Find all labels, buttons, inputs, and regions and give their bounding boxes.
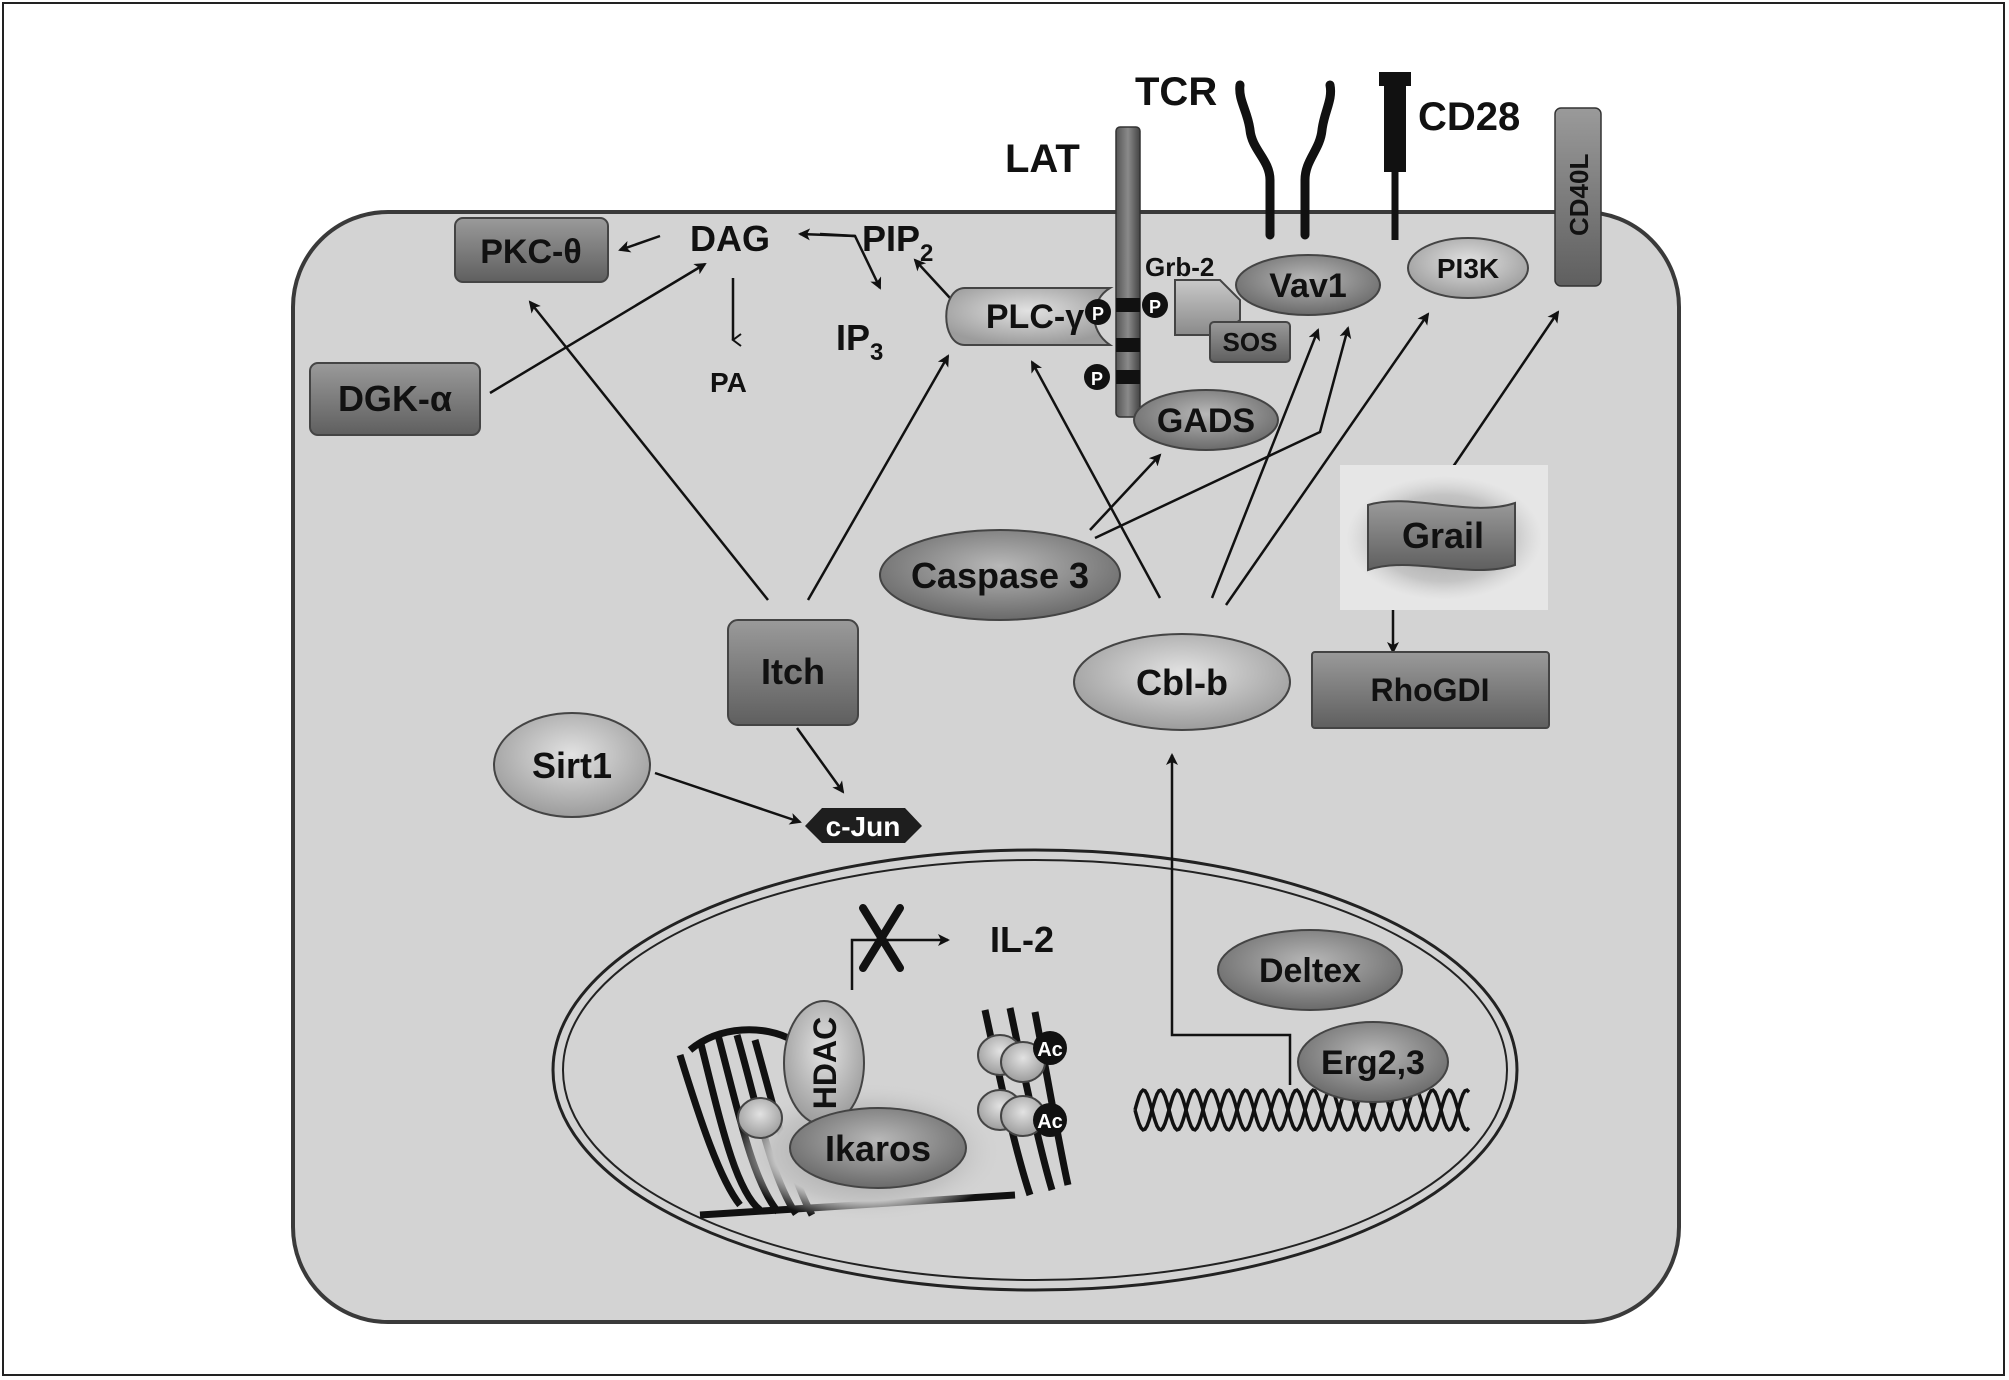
cd40l-receptor bbox=[1554, 107, 1602, 287]
ip3-label: IP3 bbox=[836, 317, 883, 366]
deltex-ellipse bbox=[1217, 929, 1403, 1011]
sirt1-label: Sirt1 bbox=[532, 745, 612, 786]
pkc-theta-label: PKC-θ bbox=[480, 233, 582, 271]
cd40l-label: CD40L bbox=[1564, 154, 1594, 236]
vav1-ellipse bbox=[1235, 254, 1381, 316]
tcr-receptor-left bbox=[1235, 80, 1275, 240]
phospho-badge bbox=[1084, 364, 1110, 390]
acetyl-badge-label: Ac bbox=[1037, 1039, 1063, 1061]
acetyl-badge-label: Ac bbox=[1037, 1111, 1063, 1133]
c-jun-shape bbox=[805, 808, 922, 843]
phospho-badge-label: P bbox=[1091, 369, 1103, 389]
sos-label: SOS bbox=[1223, 327, 1278, 357]
pa-label: PA bbox=[710, 367, 747, 398]
gads-label: GADS bbox=[1157, 402, 1255, 440]
cblb-ellipse bbox=[1073, 633, 1291, 731]
grail-shape bbox=[1367, 500, 1516, 572]
nucleus-inner-membrane bbox=[562, 859, 1508, 1281]
pi3k-label: PI3K bbox=[1437, 253, 1499, 284]
cd28-receptor-cap bbox=[1379, 72, 1411, 86]
phospho-badge-label: P bbox=[1149, 297, 1161, 317]
rhogdi-label: RhoGDI bbox=[1370, 672, 1489, 708]
phospho-badge bbox=[1085, 299, 1111, 325]
acetyl-badge bbox=[1033, 1031, 1067, 1065]
deltex-label: Deltex bbox=[1259, 952, 1361, 990]
plc-gamma-label: PLC-γ bbox=[986, 298, 1084, 336]
tcr-receptor-right bbox=[1300, 80, 1336, 240]
grb2-label: Grb-2 bbox=[1145, 252, 1214, 282]
erg-ellipse bbox=[1297, 1021, 1449, 1103]
cblb-label: Cbl-b bbox=[1136, 662, 1228, 703]
phospho-badge bbox=[1142, 292, 1168, 318]
vav1-label: Vav1 bbox=[1269, 267, 1347, 305]
caspase3-label: Caspase 3 bbox=[911, 555, 1089, 596]
sos-box bbox=[1209, 321, 1291, 363]
erg-label: Erg2,3 bbox=[1321, 1044, 1425, 1082]
dgk-alpha-label: DGK-α bbox=[338, 378, 452, 419]
ikaros-ellipse bbox=[789, 1107, 967, 1189]
rhogdi-box bbox=[1311, 651, 1550, 729]
pip2-label: PIP2 bbox=[862, 218, 933, 267]
cd28-label: CD28 bbox=[1418, 95, 1520, 139]
phospho-badge-label: P bbox=[1092, 304, 1104, 324]
dag-label: DAG bbox=[690, 218, 770, 259]
lat-phospho-site bbox=[1116, 338, 1140, 352]
signaling-arrows bbox=[489, 228, 1560, 1085]
pi3k-ellipse bbox=[1407, 237, 1529, 299]
lat-phospho-site bbox=[1116, 370, 1140, 384]
hdac-label: HDAC bbox=[807, 1017, 843, 1109]
pkc-theta-box bbox=[454, 217, 609, 283]
sirt1-ellipse bbox=[493, 712, 651, 818]
tcr-label: TCR bbox=[1135, 70, 1217, 114]
c-jun-label: c-Jun bbox=[826, 811, 901, 842]
ikaros-label: Ikaros bbox=[825, 1128, 931, 1169]
caspase3-ellipse bbox=[879, 529, 1121, 621]
acetyl-badge bbox=[1033, 1103, 1067, 1137]
gads-ellipse bbox=[1133, 389, 1279, 451]
il2-block-x bbox=[859, 904, 904, 972]
lat-label: LAT bbox=[1005, 137, 1080, 181]
lat-phospho-site bbox=[1116, 298, 1140, 312]
cd28-receptor bbox=[1384, 72, 1406, 172]
dgk-alpha-box bbox=[309, 362, 481, 436]
itch-label: Itch bbox=[761, 651, 825, 692]
il2-label: IL-2 bbox=[990, 919, 1054, 960]
histone-beads bbox=[737, 1034, 1046, 1139]
itch-box bbox=[727, 619, 859, 726]
grail-label: Grail bbox=[1402, 515, 1484, 556]
